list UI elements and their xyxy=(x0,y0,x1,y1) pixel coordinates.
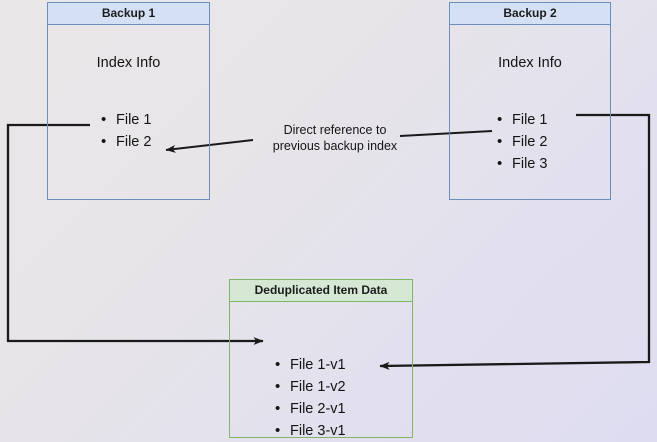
list-item: File 2 xyxy=(497,131,547,153)
backup1-index-label: Index Info xyxy=(96,55,161,71)
list-item: File 3 xyxy=(497,153,547,175)
list-item: File 1 xyxy=(101,109,151,131)
backup1-box[interactable]: Backup 1 Index Info File 1 File 2 xyxy=(47,2,210,200)
dedup-body: File 1-v1 File 1-v2 File 2-v1 File 3-v1 xyxy=(230,302,412,442)
backup2-header: Backup 2 xyxy=(450,3,610,25)
backup1-header: Backup 1 xyxy=(48,3,209,25)
backup2-body: Index Info File 1 File 2 File 3 xyxy=(450,25,610,199)
list-item: File 1-v1 xyxy=(275,354,346,376)
backup2-file-list: File 1 File 2 File 3 xyxy=(497,109,547,175)
backup1-body: Index Info File 1 File 2 xyxy=(48,25,209,199)
list-item: File 2 xyxy=(101,131,151,153)
edge-label-direct-reference: Direct reference to previous backup inde… xyxy=(272,123,398,153)
list-item: File 2-v1 xyxy=(275,398,346,420)
dedup-file-list: File 1-v1 File 1-v2 File 2-v1 File 3-v1 xyxy=(275,354,346,442)
deduplicated-item-data-box[interactable]: Deduplicated Item Data File 1-v1 File 1-… xyxy=(229,279,413,442)
backup1-file-list: File 1 File 2 xyxy=(101,109,151,153)
backup2-box[interactable]: Backup 2 Index Info File 1 File 2 File 3 xyxy=(449,2,611,200)
list-item: File 1 xyxy=(497,109,547,131)
list-item: File 3-v1 xyxy=(275,420,346,442)
list-item: File 1-v2 xyxy=(275,376,346,398)
backup2-index-label: Index Info xyxy=(498,55,562,71)
dedup-header: Deduplicated Item Data xyxy=(230,280,412,302)
